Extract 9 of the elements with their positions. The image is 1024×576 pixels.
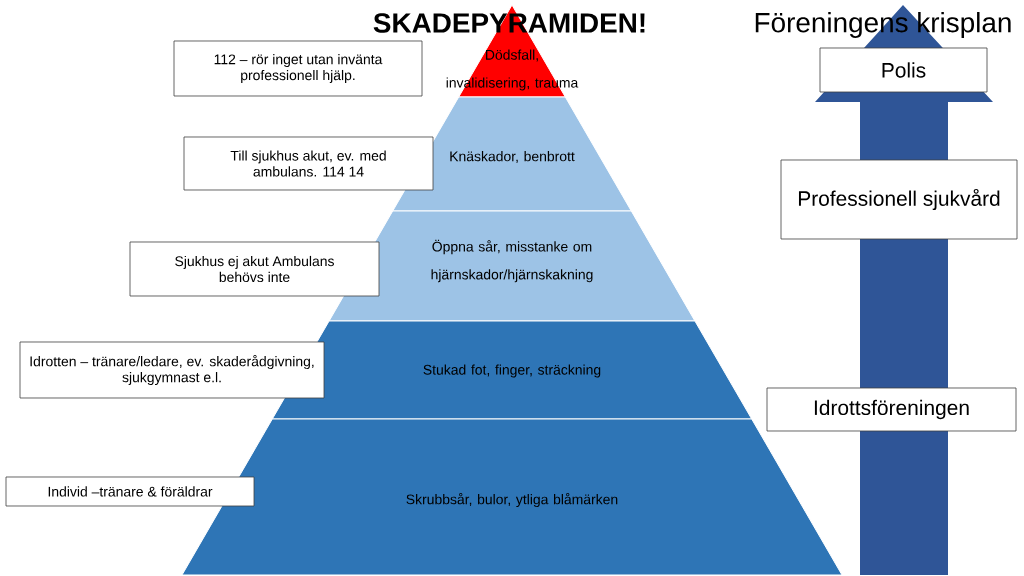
pyramid-layer: Knäskador, benbrott xyxy=(392,96,632,212)
text-box: Idrotten – tränare/ledare, ev. skaderådgivning, sjukgymnast e.l. xyxy=(19,341,325,399)
text-box: Till sjukhus akut, ev. med ambulans. 114 14 xyxy=(183,136,434,191)
level-box: Idrottsföreningen xyxy=(766,387,1017,432)
text-box: Individ –tränare & föräldrar xyxy=(5,476,255,507)
level-box: Professionell sjukvård xyxy=(780,159,1018,240)
level-box: Polis xyxy=(819,47,988,93)
text-box: Sjukhus ej akut Ambulans behövs inte xyxy=(129,241,380,297)
text-box: 112 – rör inget utan invänta professionell hjälp. xyxy=(173,40,423,97)
